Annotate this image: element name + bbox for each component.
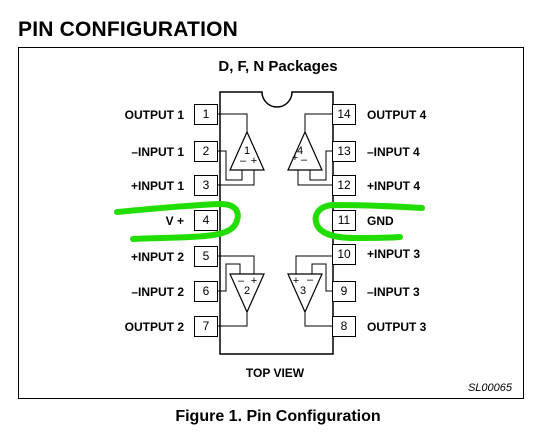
amp-1-plus: + [251, 155, 257, 167]
amp-2-number: 2 [244, 285, 250, 297]
pin-13-label: –INPUT 4 [367, 145, 420, 159]
pin-10-number: 10 [332, 244, 356, 265]
pin-11-number: 11 [332, 210, 356, 231]
figure-frame [18, 47, 524, 399]
highlight-mark-gnd [312, 201, 425, 242]
highlight-mark-vplus [114, 200, 241, 242]
pin-9-label: –INPUT 3 [367, 285, 420, 299]
op-amp-2: – + 2 [218, 255, 265, 327]
section-heading: PIN CONFIGURATION [18, 18, 239, 41]
pin-7-label: OUTPUT 2 [124, 320, 184, 334]
amp-3-number: 3 [300, 285, 306, 297]
op-amp-4: 4 – + [287, 113, 333, 186]
pin-10-label: +INPUT 3 [367, 247, 421, 261]
pin-5-number: 5 [194, 246, 218, 267]
pin-3-label: +INPUT 1 [130, 179, 184, 193]
pin-13-number: 13 [332, 141, 356, 162]
pin-8-number: 8 [332, 316, 356, 337]
pin-4-number: 4 [194, 210, 218, 231]
pin-9-number: 9 [332, 281, 356, 302]
amp-1-number: 1 [244, 145, 250, 157]
amp-4-minus: – [301, 154, 308, 166]
pin-14-label: OUTPUT 4 [367, 108, 427, 122]
op-amp-3: – + 3 [287, 255, 333, 327]
amp-2-plus: + [251, 275, 257, 287]
pin-3-number: 3 [194, 175, 218, 196]
package-title: D, F, N Packages [218, 58, 338, 75]
amp-3-plus: + [293, 275, 299, 287]
pin-1-label: OUTPUT 1 [124, 108, 184, 122]
pin-2-label: –INPUT 1 [131, 145, 184, 159]
pin-6-label: –INPUT 2 [131, 285, 184, 299]
pin-8-label: OUTPUT 3 [367, 320, 427, 334]
op-amp-1: 1 – + [218, 113, 265, 186]
pin-7-number: 7 [194, 316, 218, 337]
pin-11-label: GND [367, 214, 394, 228]
amp-4-plus: + [292, 152, 298, 164]
pin-6-number: 6 [194, 281, 218, 302]
pin-12-number: 12 [332, 175, 356, 196]
top-view-label: TOP VIEW [245, 366, 305, 380]
pin-14-number: 14 [332, 104, 356, 125]
pin-4-label: V + [165, 214, 184, 228]
amp-3-minus: – [307, 274, 314, 286]
figure-caption: Figure 1. Pin Configuration [175, 408, 381, 425]
pin-12-label: +INPUT 4 [367, 179, 421, 193]
amp-4-number: 4 [297, 145, 303, 157]
pin-5-label: +INPUT 2 [130, 250, 184, 264]
document-code: SL00065 [467, 382, 512, 394]
pin-1-number: 1 [194, 104, 218, 125]
amp-2-minus: – [238, 275, 245, 287]
chip-body [219, 91, 334, 355]
pin-2-number: 2 [194, 141, 218, 162]
amp-1-minus: – [240, 155, 247, 167]
